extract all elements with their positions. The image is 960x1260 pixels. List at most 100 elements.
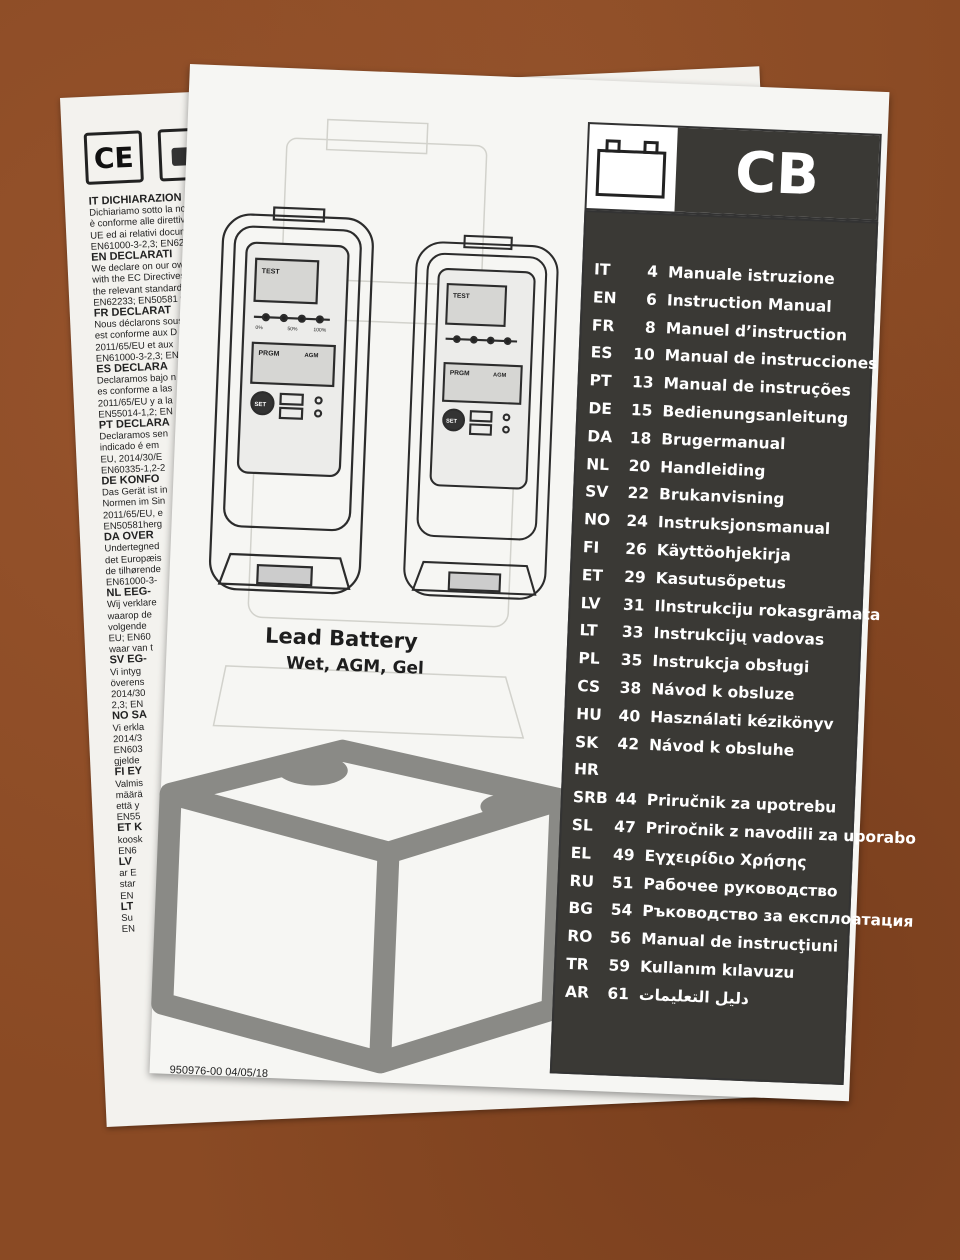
language-manual-title: Kasutusõpetus: [655, 568, 787, 593]
manual-cover-sheet: TEST PRGM AGM SET 0% 50% 100%: [149, 64, 916, 1102]
cb-header: CB: [584, 122, 882, 222]
language-manual-title: Käyttöohjekirja: [656, 541, 792, 565]
language-row-da: DA 18 Brugermanual: [587, 427, 786, 459]
language-page-number: 10: [632, 345, 656, 365]
language-manual-title: Brugermanual: [660, 430, 786, 453]
language-code: RU: [569, 871, 595, 891]
set-label: SET: [254, 402, 266, 408]
language-page-number: 15: [630, 400, 653, 420]
language-manual-title: Manual de instruções: [663, 374, 852, 400]
language-manual-title: Ilnstrukciju rokasgrāmata: [654, 596, 881, 624]
language-page-number: 35: [620, 650, 643, 670]
language-page-number: [610, 776, 638, 777]
language-page-number: 42: [617, 734, 640, 754]
language-code: PT: [589, 371, 612, 391]
language-code: TR: [565, 954, 590, 974]
language-page-number: 49: [612, 845, 635, 865]
language-manual-title: Manual de instrucţiuni: [640, 930, 839, 956]
language-code: EN: [592, 288, 617, 308]
language-page-number: 59: [608, 956, 631, 976]
test-label: TEST: [262, 268, 281, 276]
language-code: DE: [588, 399, 613, 419]
language-manual-title: Рабочее руководство: [643, 874, 839, 901]
language-code: HU: [575, 704, 603, 724]
language-row-cs: CS 38 Návod k obsluze: [577, 677, 795, 710]
tick-50: 50%: [287, 326, 298, 332]
language-manual-title: Manual de instrucciones: [664, 346, 878, 374]
language-code: CS: [576, 677, 601, 696]
language-code: LT: [579, 621, 598, 641]
language-page-number: 4: [646, 262, 659, 281]
language-code: RO: [566, 927, 593, 947]
language-manual-title: Návod k obsluze: [650, 680, 795, 704]
language-page-number: 22: [627, 484, 650, 504]
prgm-label: PRGM: [258, 350, 279, 358]
language-code: NO: [583, 510, 611, 530]
brand-label: CB: [674, 127, 880, 220]
language-page-number: 33: [621, 623, 644, 643]
language-page-number: 47: [613, 817, 637, 837]
battery-illustration: [151, 739, 572, 1074]
language-page-number: 6: [645, 290, 658, 309]
language-page-number: 51: [611, 873, 634, 893]
language-code: FI: [582, 538, 600, 557]
language-manual-title: Ръководство за експлоатация: [642, 902, 914, 932]
charger-illustration-1: TEST PRGM AGM SET 0% 50% 100%: [208, 206, 374, 595]
tick-0: 0%: [255, 325, 263, 331]
language-manual-title: Instruction Manual: [666, 291, 832, 316]
language-page-number: 24: [626, 512, 649, 531]
language-code: SRB: [572, 788, 609, 808]
charger-illustration-2: TEST PRGM AGM SET: [403, 234, 559, 600]
language-row-fi: FI 26 Käyttöohjekirja: [582, 538, 792, 570]
language-code: IT: [593, 260, 611, 280]
language-manual-title: Brukanvisning: [658, 485, 785, 509]
language-manual-title: Használati kézikönyv: [649, 707, 834, 734]
language-page-number: 56: [609, 928, 632, 948]
language-code: BG: [568, 899, 594, 919]
test-label: TEST: [453, 293, 470, 301]
language-code: PL: [578, 649, 601, 669]
language-manual-title: Manuel d’instruction: [665, 318, 848, 345]
language-code: HR: [573, 760, 600, 780]
language-page-number: 54: [610, 900, 633, 920]
language-code: EL: [570, 843, 592, 863]
language-manual-title: Εγχειρίδιο Χρήσης: [644, 846, 807, 872]
language-manual-title: دليل التعليمات: [638, 985, 750, 1008]
prgm-label: PRGM: [450, 370, 471, 378]
language-row-et: ET 29 Kasutusõpetus: [581, 566, 786, 598]
language-manual-title: Instrukcja obsługi: [652, 652, 810, 677]
language-page-number: 26: [624, 539, 648, 559]
language-manual-title: Priročnik z navodili za uporabo: [645, 818, 917, 848]
language-manual-title: Instrukcijų vadovas: [653, 624, 825, 650]
language-page-number: 31: [622, 595, 646, 615]
language-manual-title: Handleiding: [659, 457, 766, 481]
language-manual-title: Návod k obsluhe: [648, 735, 795, 760]
language-page-number: 18: [629, 428, 652, 448]
language-manual-title: Manuale istruzione: [667, 263, 836, 289]
language-page-number: 44: [614, 789, 638, 809]
language-row-sv: SV 22 Brukanvisning: [585, 483, 785, 515]
language-row-hr: HR: [573, 760, 648, 787]
language-page-number: 13: [631, 373, 654, 393]
language-page-number: 61: [607, 984, 630, 1004]
language-manual-title: Priručnik za upotrebu: [646, 791, 837, 817]
language-page-number: 38: [619, 678, 642, 698]
language-row-sk: SK 42 Návod k obsluhe: [575, 733, 795, 766]
language-code: SK: [574, 732, 599, 752]
language-code: DA: [587, 427, 613, 447]
language-code: ES: [590, 343, 613, 363]
language-page-number: 29: [623, 567, 647, 587]
battery-icon: [595, 139, 667, 199]
language-code: LV: [580, 593, 601, 613]
language-manual-title: Bedienungsanleitung: [662, 402, 849, 428]
agm-label: AGM: [493, 372, 507, 379]
language-page-number: 20: [628, 456, 651, 476]
language-page-number: 8: [644, 318, 657, 337]
language-code: SV: [584, 482, 609, 502]
language-code: ET: [581, 565, 604, 585]
agm-label: AGM: [304, 353, 318, 360]
